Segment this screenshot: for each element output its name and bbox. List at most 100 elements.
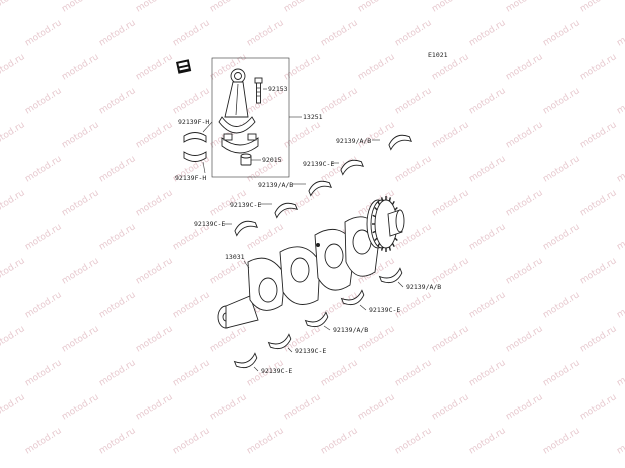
watermark-text: motod.ru <box>245 18 285 48</box>
watermark-text: motod.ru <box>282 120 322 150</box>
main-bearing-shell[interactable] <box>387 132 412 151</box>
watermark-text: motod.ru <box>578 52 618 82</box>
rod-cap[interactable] <box>221 133 259 154</box>
watermark-text: motod.ru <box>541 222 581 252</box>
watermark-text: motod.ru <box>430 392 470 422</box>
watermark-text: motod.ru <box>0 52 27 82</box>
watermark-text: motod.ru <box>504 0 544 15</box>
watermark-text: motod.ru <box>467 290 507 320</box>
watermark-text: motod.ru <box>578 324 618 354</box>
label-connecting-rod-assembly: 13251 <box>303 113 323 121</box>
main-bearing-shell[interactable] <box>339 157 364 176</box>
rod-bearing-lower[interactable] <box>183 151 207 162</box>
watermark-text: motod.ru <box>134 120 174 150</box>
watermark-text: motod.ru <box>23 86 63 116</box>
watermark-text: motod.ru <box>171 290 211 320</box>
watermark-text: motod.ru <box>171 426 211 456</box>
watermark-text: motod.ru <box>171 18 211 48</box>
watermark-text: motod.ru <box>430 324 470 354</box>
watermark-layer: motod.ru motod.ru motod.ru motod.ru motod.ru… <box>0 0 625 457</box>
watermark-text: motod.ru <box>615 222 625 252</box>
watermark-text: motod.ru <box>541 426 581 456</box>
watermark-text: motod.ru <box>60 256 100 286</box>
watermark-text: motod.ru <box>430 256 470 286</box>
watermark-text: motod.ru <box>393 86 433 116</box>
watermark-text: motod.ru <box>541 18 581 48</box>
watermark-text: motod.ru <box>467 86 507 116</box>
watermark-text: motod.ru <box>97 154 137 184</box>
crankshaft[interactable] <box>217 196 405 329</box>
watermark-text: motod.ru <box>504 324 544 354</box>
watermark-text: motod.ru <box>171 86 211 116</box>
watermark-text: motod.ru <box>60 188 100 218</box>
watermark-text: motod.ru <box>393 358 433 388</box>
watermark-text: motod.ru <box>208 392 248 422</box>
watermark-text: motod.ru <box>60 392 100 422</box>
watermark-text: motod.ru <box>97 426 137 456</box>
main-bearing-shell[interactable] <box>304 311 330 330</box>
watermark-text: motod.ru <box>0 188 27 218</box>
leader-line <box>253 366 259 372</box>
watermark-text: motod.ru <box>282 52 322 82</box>
figure-code: E1021 <box>428 51 448 59</box>
watermark-text: motod.ru <box>541 154 581 184</box>
watermark-text: motod.ru <box>615 154 625 184</box>
rod-bolt[interactable] <box>254 77 263 104</box>
watermark-text: motod.ru <box>0 0 27 15</box>
watermark-text: motod.ru <box>319 154 359 184</box>
watermark-text: motod.ru <box>60 0 100 15</box>
main-bearing-shell[interactable] <box>233 352 259 371</box>
main-bearing-shell[interactable] <box>233 218 258 237</box>
hand-pointer-icon <box>176 59 192 74</box>
watermark-text: motod.ru <box>319 426 359 456</box>
main-bearing-shell[interactable] <box>273 200 298 219</box>
watermark-text: motod.ru <box>578 188 618 218</box>
main-bearing-shell[interactable] <box>378 267 404 286</box>
watermark-text: motod.ru <box>615 18 625 48</box>
watermark-text: motod.ru <box>0 324 27 354</box>
watermark-text: motod.ru <box>208 324 248 354</box>
watermark-text: motod.ru <box>615 86 625 116</box>
watermark-text: motod.ru <box>356 52 396 82</box>
watermark-text: motod.ru <box>504 256 544 286</box>
watermark-text: motod.ru <box>504 120 544 150</box>
watermark-text: motod.ru <box>319 86 359 116</box>
label-main-bearing: 92139C-E <box>194 220 225 228</box>
connecting-rod[interactable] <box>218 68 256 134</box>
main-bearing-shell[interactable] <box>340 289 366 308</box>
rod-nut[interactable] <box>240 153 252 166</box>
label-main-bearing: 92139C-E <box>369 306 400 314</box>
rod-bearing-upper[interactable] <box>183 132 207 143</box>
label-main-bearing: 92139/A/B <box>406 283 441 291</box>
watermark-text: motod.ru <box>393 18 433 48</box>
watermark-text: motod.ru <box>97 290 137 320</box>
label-crankshaft: 13031 <box>225 253 245 261</box>
watermark-text: motod.ru <box>134 392 174 422</box>
watermark-text: motod.ru <box>504 392 544 422</box>
watermark-text: motod.ru <box>97 222 137 252</box>
watermark-text: motod.ru <box>23 426 63 456</box>
watermark-text: motod.ru <box>319 18 359 48</box>
watermark-text: motod.ru <box>467 18 507 48</box>
watermark-text: motod.ru <box>615 290 625 320</box>
watermark-text: motod.ru <box>60 324 100 354</box>
watermark-text: motod.ru <box>97 18 137 48</box>
watermark-text: motod.ru <box>134 324 174 354</box>
watermark-text: motod.ru <box>430 120 470 150</box>
watermark-text: motod.ru <box>504 52 544 82</box>
watermark-text: motod.ru <box>393 426 433 456</box>
watermark-text: motod.ru <box>578 120 618 150</box>
watermark-text: motod.ru <box>23 222 63 252</box>
leader-line <box>397 281 404 288</box>
label-main-bearing: 92139C-E <box>295 347 326 355</box>
watermark-text: motod.ru <box>60 120 100 150</box>
watermark-text: motod.ru <box>393 154 433 184</box>
main-bearing-shell[interactable] <box>267 333 293 352</box>
main-bearing-shell[interactable] <box>307 178 332 197</box>
watermark-text: motod.ru <box>23 154 63 184</box>
watermark-text: motod.ru <box>23 18 63 48</box>
watermark-text: motod.ru <box>430 0 470 15</box>
watermark-text: motod.ru <box>541 358 581 388</box>
watermark-text: motod.ru <box>245 222 285 252</box>
label-rod-bearing-upper: 92139F-H <box>178 118 209 126</box>
